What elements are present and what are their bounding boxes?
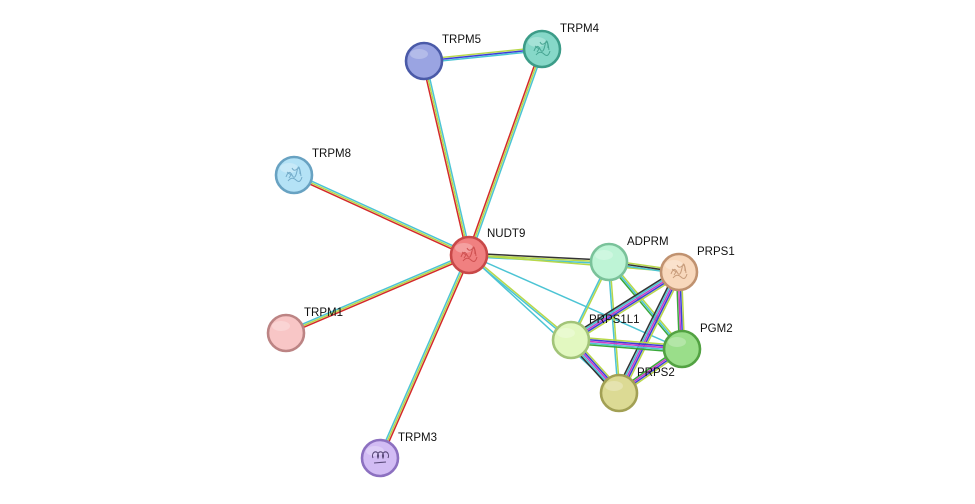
edge-line — [621, 273, 683, 395]
edge-nudt9-trpm1[interactable] — [285, 252, 470, 336]
edge-line — [286, 255, 470, 336]
node-label-trpm1: TRPM1 — [304, 307, 343, 319]
node-circle[interactable] — [449, 235, 489, 275]
edge-line — [423, 46, 542, 61]
edge-line — [377, 254, 469, 458]
edge-line — [379, 254, 470, 459]
edge-line — [572, 274, 682, 344]
edge-line — [619, 272, 682, 395]
edge-line — [294, 172, 471, 255]
node-highlight — [455, 243, 473, 253]
protein-structure-icon — [285, 166, 303, 182]
node-prps1[interactable]: PRPS1 — [659, 246, 735, 292]
edge-line — [607, 262, 619, 394]
node-label-trpm4: TRPM4 — [560, 23, 600, 35]
node-label-pgm2: PGM2 — [700, 323, 733, 335]
edge-nudt9-adprm[interactable] — [468, 252, 610, 265]
node-circle[interactable] — [599, 373, 639, 413]
node-prps1l1[interactable]: PRPS1L1 — [551, 314, 640, 360]
edge-nudt9-trpm4[interactable] — [466, 48, 545, 256]
edge-line — [570, 271, 680, 341]
node-highlight — [410, 49, 428, 59]
node-circle[interactable] — [522, 29, 562, 69]
node-highlight — [528, 37, 546, 47]
node-label-prps2: PRPS2 — [637, 367, 675, 379]
node-highlight — [605, 381, 623, 391]
node-highlight — [595, 250, 613, 260]
edge-line — [380, 255, 472, 459]
edge-nudt9-trpm3[interactable] — [377, 254, 472, 459]
node-label-trpm5: TRPM5 — [442, 34, 481, 46]
edge-line — [469, 253, 573, 340]
edge-line — [468, 48, 543, 256]
node-trpm8[interactable]: TRPM8 — [274, 148, 351, 195]
edge-line — [285, 252, 469, 333]
node-label-prps1: PRPS1 — [697, 246, 735, 258]
edge-nudt9-prps1l1[interactable] — [467, 253, 573, 342]
edge-prps1-prps1l1[interactable] — [568, 268, 682, 344]
edge-nudt9-trpm8[interactable] — [292, 172, 471, 258]
edge-line — [424, 60, 472, 255]
node-trpm3[interactable]: TRPM3 — [360, 432, 437, 478]
edge-line — [571, 272, 681, 343]
edge-nudt9-trpm5[interactable] — [421, 60, 472, 256]
protein-structure-icon — [460, 246, 478, 262]
node-highlight — [557, 328, 575, 338]
node-label-adprm: ADPRM — [627, 236, 669, 248]
node-trpm4[interactable]: TRPM4 — [522, 23, 600, 69]
node-trpm5[interactable]: TRPM5 — [404, 34, 481, 81]
node-nudt9[interactable]: NUDT9 — [449, 228, 525, 275]
edge-line — [285, 254, 470, 334]
node-label-nudt9: NUDT9 — [487, 228, 525, 240]
edge-line — [466, 48, 542, 255]
edge-line — [424, 49, 543, 64]
node-highlight — [668, 337, 686, 347]
edge-line — [293, 174, 470, 256]
node-highlight — [280, 163, 298, 173]
protein-structure-icon — [533, 40, 551, 56]
edge-prps1-prps2[interactable] — [615, 270, 683, 395]
node-trpm1[interactable]: TRPM1 — [266, 307, 343, 353]
node-circle[interactable] — [662, 329, 702, 369]
node-circle[interactable] — [266, 313, 306, 353]
edge-line — [568, 268, 678, 338]
node-circle[interactable] — [274, 155, 314, 195]
node-prps2[interactable]: PRPS2 — [599, 367, 675, 413]
edge-line — [292, 175, 469, 258]
edge-line — [609, 261, 621, 393]
protein-structure-icon — [670, 263, 688, 279]
node-label-trpm8: TRPM8 — [312, 148, 351, 160]
node-circle[interactable] — [404, 41, 444, 81]
node-circle[interactable] — [551, 320, 591, 360]
node-circle[interactable] — [589, 242, 629, 282]
node-pgm2[interactable]: PGM2 — [662, 323, 733, 369]
protein-coil-icon — [372, 451, 389, 464]
edge-line — [423, 48, 543, 62]
edge-line — [469, 49, 545, 256]
edge-line — [618, 271, 680, 394]
edge-line — [423, 60, 470, 256]
node-highlight — [366, 446, 384, 456]
edge-line — [616, 270, 679, 393]
edge-line — [569, 269, 679, 340]
node-adprm[interactable]: ADPRM — [589, 236, 669, 282]
edge-line — [469, 252, 610, 262]
edge-adprm-prps2[interactable] — [607, 261, 621, 394]
edge-trpm5-trpm4[interactable] — [423, 46, 543, 64]
node-circle[interactable] — [659, 252, 699, 292]
node-highlight — [272, 321, 290, 331]
edge-line — [615, 270, 677, 392]
node-label-trpm3: TRPM3 — [398, 432, 437, 444]
node-label-prps1l1: PRPS1L1 — [589, 314, 640, 326]
node-circle[interactable] — [360, 438, 400, 478]
node-highlight — [665, 260, 683, 270]
edge-line — [421, 61, 469, 256]
